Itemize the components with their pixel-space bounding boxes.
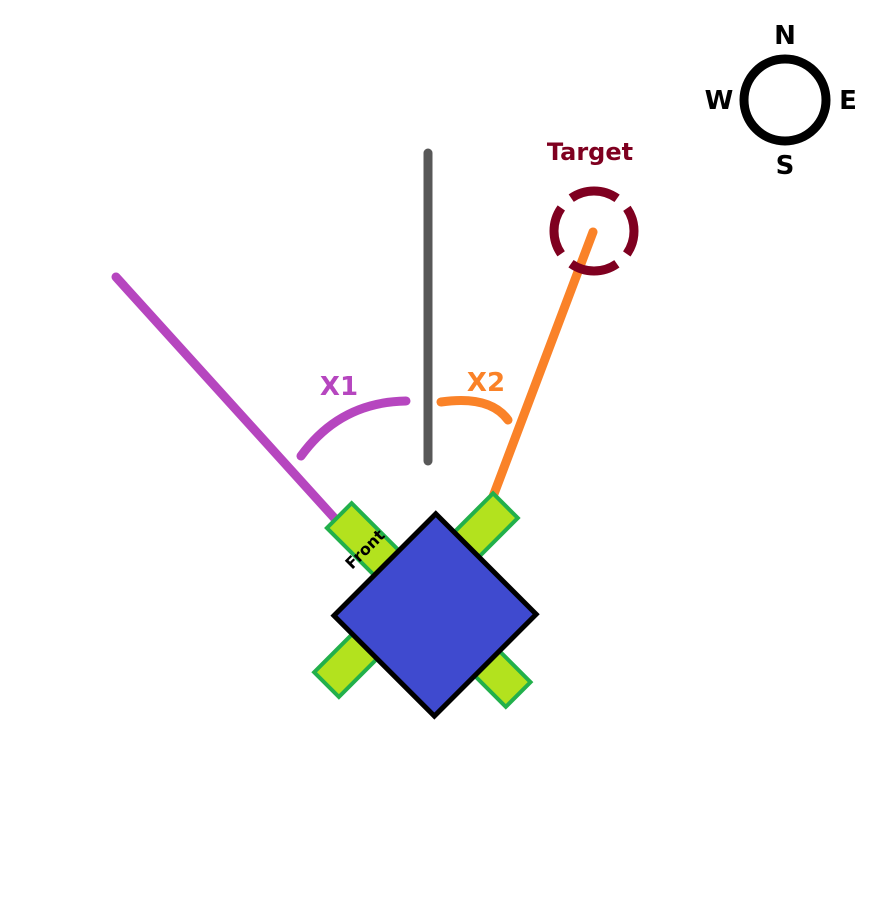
x1-angle-arc (296, 396, 411, 461)
compass-north: N (774, 21, 796, 51)
target-label: Target (547, 138, 633, 166)
x1-line (111, 272, 352, 537)
x2-label: X2 (467, 368, 505, 398)
x2-line (478, 227, 598, 528)
compass-east: E (839, 86, 857, 116)
target-reticle-icon (549, 186, 639, 276)
target-marker: Target (547, 138, 639, 276)
robot-body (330, 510, 540, 720)
compass-south: S (776, 151, 795, 181)
compass-west: W (705, 86, 734, 116)
x2-angle-arc (436, 395, 513, 425)
compass: N S E W (705, 21, 857, 181)
compass-ring (739, 54, 831, 146)
robot (311, 490, 540, 720)
x1-label: X1 (320, 372, 358, 402)
